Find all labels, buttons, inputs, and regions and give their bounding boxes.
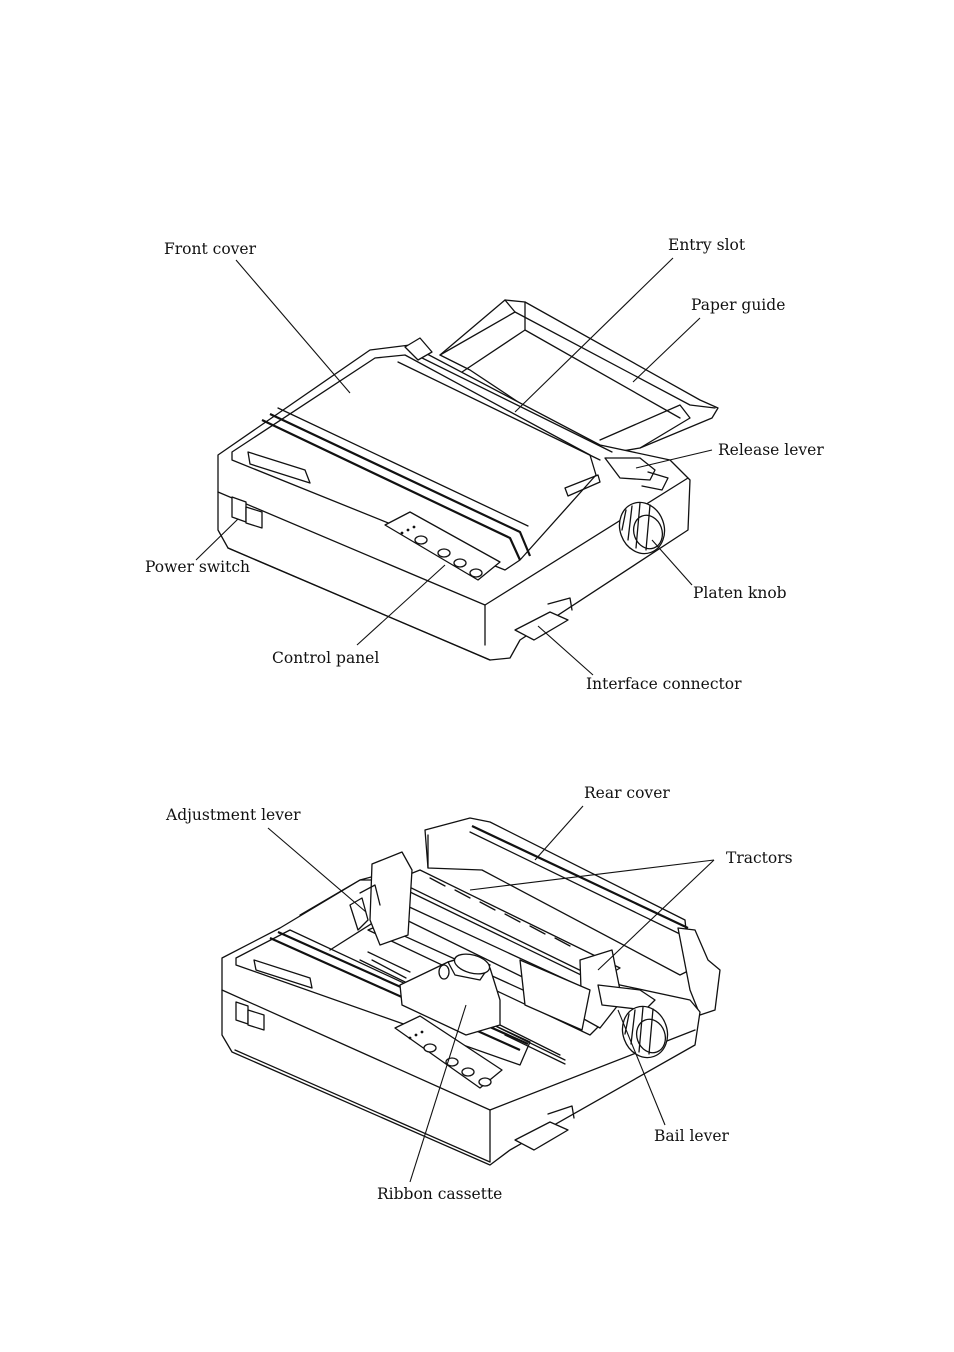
label-adjustment-lever: Adjustment lever bbox=[166, 806, 301, 824]
printer-body-illustration bbox=[217, 337, 691, 661]
label-rear-cover: Rear cover bbox=[584, 784, 670, 802]
bottom-leader-lines bbox=[267, 805, 715, 1183]
open-body-illustration bbox=[221, 851, 701, 1166]
label-power-switch: Power switch bbox=[145, 558, 250, 576]
label-entry-slot: Entry slot bbox=[668, 236, 746, 254]
label-platen-knob: Platen knob bbox=[693, 584, 787, 602]
label-bail-lever: Bail lever bbox=[654, 1127, 729, 1145]
printer-open-drawing bbox=[221, 817, 721, 1166]
label-ribbon-cassette: Ribbon cassette bbox=[377, 1185, 503, 1203]
label-tractors: Tractors bbox=[726, 849, 793, 867]
label-control-panel: Control panel bbox=[272, 649, 380, 667]
label-interface-connector: Interface connector bbox=[586, 675, 742, 693]
label-paper-guide: Paper guide bbox=[691, 296, 786, 314]
label-release-lever: Release lever bbox=[718, 441, 824, 459]
rear-cover-illustration bbox=[424, 817, 721, 1016]
top-leader-lines bbox=[195, 257, 713, 676]
label-front-cover: Front cover bbox=[164, 240, 256, 258]
printer-closed-drawing bbox=[217, 299, 719, 661]
